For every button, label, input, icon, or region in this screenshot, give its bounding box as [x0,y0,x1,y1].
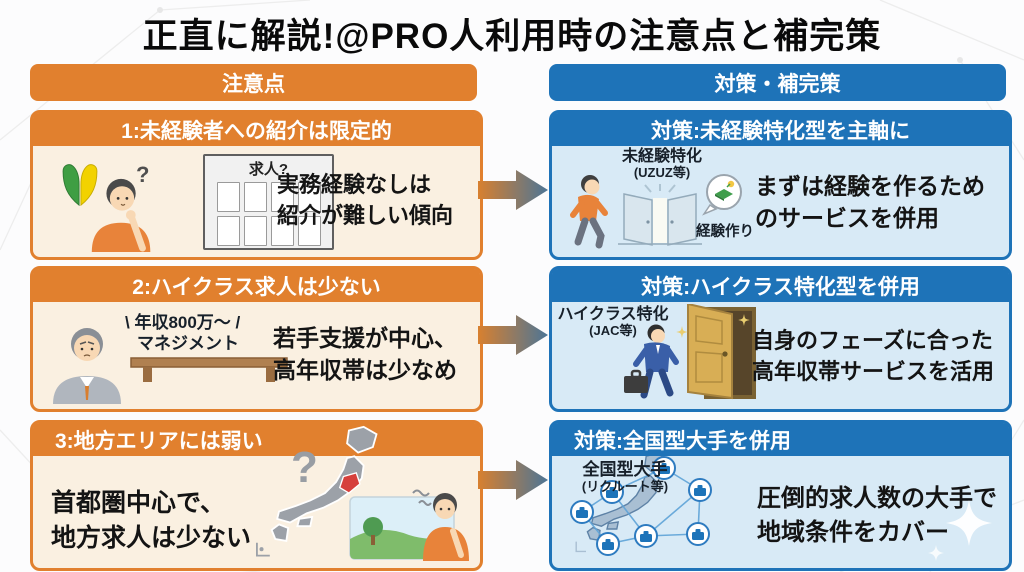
thinking-person-illustration [91,178,151,252]
beginner-mark-icon [62,164,98,207]
job-board-grid [216,182,321,246]
job-card [297,216,321,246]
caution-card-2: 2:ハイクラス求人は少ない \ 年収800万〜 / マネジメント 若手支援が中心… [30,266,483,412]
solution-card-1-header: 対策:未経験特化型を主軸に [552,113,1009,146]
job-card [216,182,240,212]
caution-card-2-body: \ 年収800万〜 / マネジメント 若手支援が中心、 高年収帯は少なめ [33,302,480,409]
page-title: 正直に解説!@PRO人利用時の注意点と補完策 [142,17,882,56]
question-mark-large: ? [291,443,318,492]
solution-card-1: 対策:未経験特化型を主軸に 未経験特化 (UZUZ等) [549,110,1012,260]
branch-nodes [570,456,712,556]
solution-card-3-body: 全国型大手 (リクルート等) [552,456,1009,568]
sparkle-icon [946,500,992,546]
salary-label-line1: \ 年収800万〜 / [125,313,241,332]
solution-card-1-body: 未経験特化 (UZUZ等) [552,146,1009,257]
caution-card-2-header: 2:ハイクラス求人は少ない [33,269,480,302]
service-label-sub: (UZUZ等) [633,165,691,181]
countryside-person-illustration [349,489,469,561]
caution-card-1: 1:未経験者への紹介は限定的 ? 求人? [30,110,483,260]
suit-businessman-illustration [624,324,679,399]
golden-door-icon [676,304,756,400]
solution-card-2-header: 対策:ハイクラス特化型を併用 [552,269,1009,302]
caution-card-1-header: 1:未経験者への紹介は限定的 [33,113,480,146]
solution-3-text: 圧倒的求人数の大手で 地域条件をカバー [757,485,997,546]
job-board-illustration: 求人? [203,154,334,250]
experience-bubble-icon [702,174,742,216]
job-card [216,216,240,246]
japan-map-gray-illustration [256,425,378,557]
solution-2-text: 自身のフェーズに合った 高年収帯サービスを活用 [752,328,995,384]
job-card [243,182,267,212]
solution-1-text: まずは経験を作るため のサービスを併用 [755,173,985,232]
sparkle-icon-small [928,545,944,561]
caution-card-1-body: ? 求人? 実務経験なしは 紹介が難しい傾向 [33,146,480,257]
solution-card-2-body: ハイクラス特化 (JAC等) [552,302,1009,409]
solution-column-header: 対策・補完策 [549,64,1006,101]
job-card [243,216,267,246]
caution-card-3-header: 3:地方エリアには弱い [33,423,480,456]
solution-card-2: 対策:ハイクラス特化型を併用 ハイクラス特化 (JAC等) [549,266,1012,412]
bubble-label: 経験作り [696,224,754,240]
solution-card-3: 対策:全国型大手を併用 全国型大手 (リクルート等) [549,420,1012,571]
worried-businessman-illustration [53,328,121,404]
service-label-main: 全国型大手 [582,460,668,479]
solution-card-3-header: 対策:全国型大手を併用 [552,423,1009,456]
walking-person-illustration [570,175,608,249]
arrow-right-icon [478,315,548,355]
job-card [297,182,321,212]
job-card [270,182,294,212]
service-label: ハイクラス特化 (JAC等) [552,306,674,339]
service-label-sub: (リクルート等) [581,478,669,494]
salary-label-line2: マネジメント [137,334,239,353]
service-label-main: 未経験特化 [621,148,702,165]
caution-2-text: 若手支援が中心、 高年収帯は少なめ [273,325,457,384]
arrow-right-icon [478,460,548,500]
open-doors-icon [618,184,702,246]
japan-map-network-illustration [570,456,712,556]
caution-1-text: 実務経験なしは 紹介が難しい傾向 [277,172,454,228]
service-label-main: ハイクラス特化 [557,306,669,323]
arrow-right-icon [478,170,548,210]
service-label-sub: (JAC等) [589,323,637,339]
caution-column-header: 注意点 [30,64,477,101]
caution-card-3-body: 首都圏中心で、 地方求人は少ない [33,456,480,568]
service-label: 全国型大手 (リクルート等) [558,460,692,494]
service-label: 未経験特化 (UZUZ等) [604,148,720,181]
empty-shelf-icon [130,357,288,382]
caution-card-3: 3:地方エリアには弱い 首都圏中心で、 地方求人は少ない ? [30,420,483,571]
question-mark: ? [136,162,150,187]
job-card [270,216,294,246]
caution-3-text: 首都圏中心で、 地方求人は少ない [51,489,252,552]
job-board-title: 求人? [248,161,289,178]
